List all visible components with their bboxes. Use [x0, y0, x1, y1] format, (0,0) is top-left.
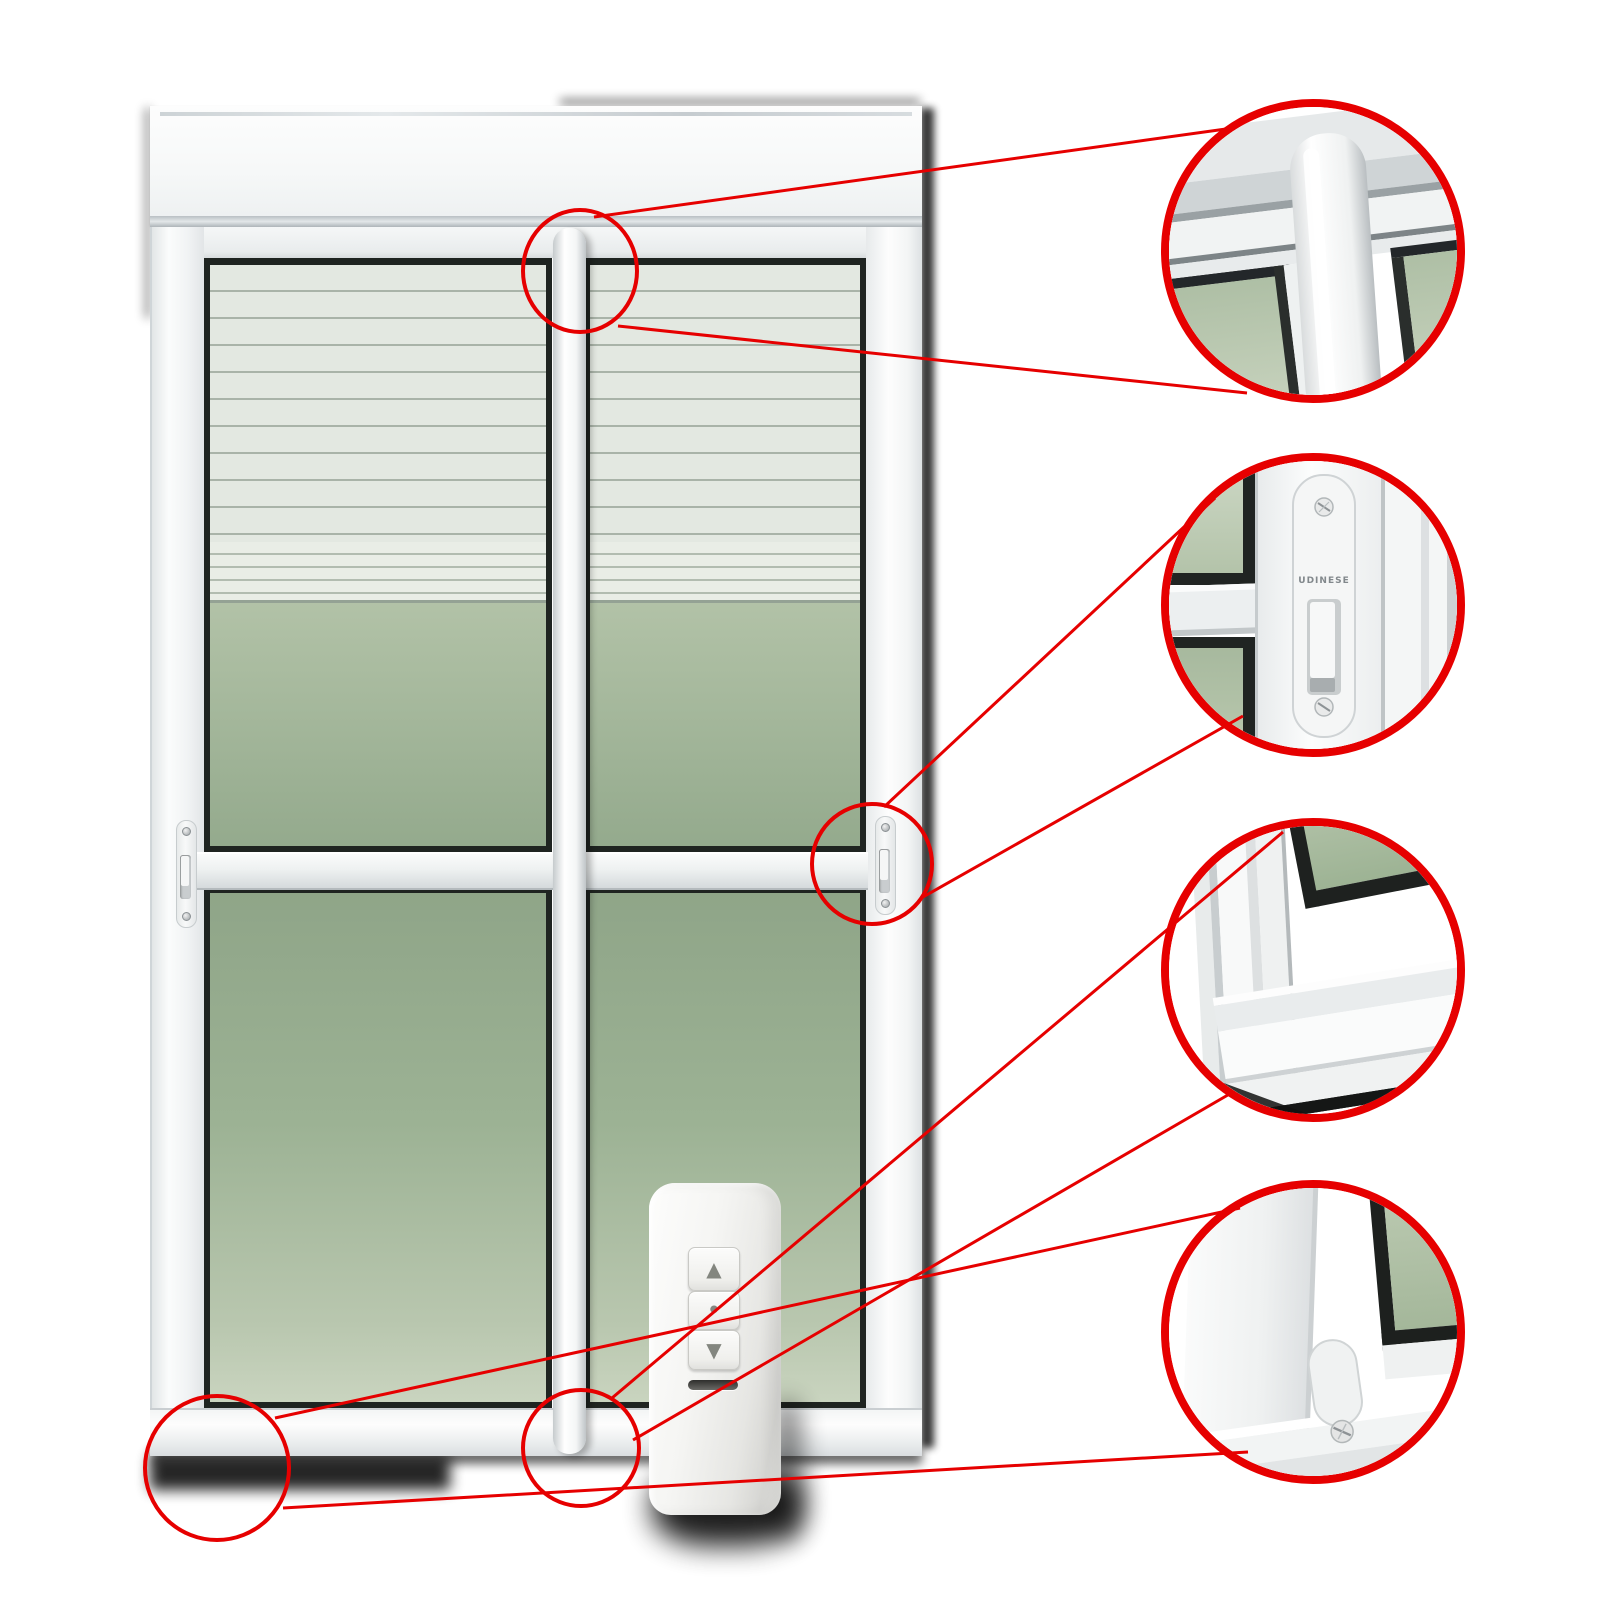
- door-shadow-left: [145, 108, 150, 318]
- latch-grip: [180, 855, 191, 899]
- callout-marker-bottom-left-corner: [143, 1394, 291, 1542]
- integrated-blinds: [590, 265, 860, 542]
- pull-handle-bar[interactable]: [553, 228, 586, 1454]
- latch-tab: [181, 856, 189, 886]
- remote-stop-button[interactable]: •: [688, 1291, 740, 1330]
- right-panel-upper-pane: [584, 258, 866, 852]
- detail-1-art: [1169, 107, 1457, 395]
- up-arrow-icon: ▲: [706, 1257, 722, 1281]
- left-flush-latch[interactable]: [176, 820, 197, 928]
- glass: [210, 893, 546, 1402]
- door-shadow-right: [920, 108, 934, 1448]
- header-bottom-strip: [150, 216, 922, 227]
- left-panel-middle-rail: [197, 852, 557, 890]
- door-shadow-top: [560, 99, 920, 105]
- blind-remote-control: ▲ • ▼: [649, 1183, 781, 1515]
- detail-4-art: [1169, 1188, 1457, 1476]
- left-panel-upper-pane: [204, 258, 552, 852]
- integrated-blinds: [210, 265, 546, 542]
- sliding-door-photo: [145, 99, 934, 1490]
- detail-circle-frame-corner: [1161, 818, 1465, 1122]
- detail-circle-flush-latch: UDINESE: [1161, 453, 1465, 757]
- screw-icon: [182, 827, 191, 836]
- left-panel-lower-pane: [204, 886, 552, 1408]
- brand-label: UDINESE: [1298, 576, 1349, 586]
- remote-up-button[interactable]: ▲: [688, 1247, 740, 1291]
- remote-indicator-slot: [688, 1380, 738, 1390]
- glass: [590, 265, 860, 846]
- remote-down-button[interactable]: ▼: [688, 1330, 740, 1370]
- detail-circle-handle-top: [1161, 99, 1465, 403]
- callout-marker-handle-top: [521, 208, 639, 334]
- screw-icon: [182, 912, 191, 921]
- detail-2-art: UDINESE: [1169, 461, 1457, 749]
- stop-dot-icon: •: [706, 1295, 722, 1326]
- glass: [210, 265, 546, 846]
- header-groove: [160, 112, 912, 116]
- detail-3-art: [1169, 826, 1457, 1114]
- integrated-blinds-stack: [590, 542, 860, 603]
- callout-marker-handle-bottom: [521, 1388, 641, 1508]
- detail-circle-bottom-guide: [1161, 1180, 1465, 1484]
- callout-marker-latch: [810, 802, 934, 926]
- down-arrow-icon: ▼: [706, 1338, 722, 1362]
- integrated-blinds-stack: [210, 542, 546, 603]
- roller-shutter-header: [150, 106, 922, 226]
